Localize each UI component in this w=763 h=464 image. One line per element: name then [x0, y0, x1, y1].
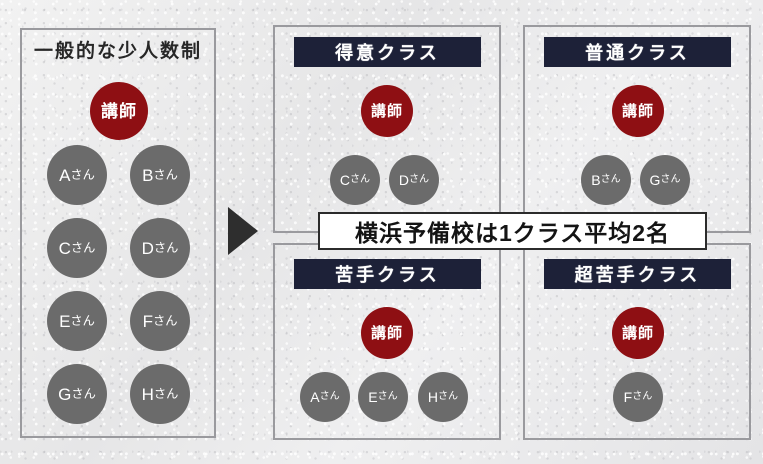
student-letter: B [591, 172, 601, 188]
student-suffix: さん [349, 173, 371, 185]
student-suffix: さん [600, 173, 621, 185]
student-letter: B [142, 165, 154, 185]
class-title-tokui: 得意クラス [294, 37, 481, 67]
student-suffix: さん [632, 390, 653, 402]
student-letter: A [59, 165, 71, 185]
student-suffix: さん [377, 390, 398, 402]
student-letter: C [339, 172, 350, 188]
banner-label: 横浜予備校は1クラス平均2名 [354, 220, 671, 246]
left-panel-title: 一般的な少人数制 [33, 41, 202, 62]
class-title-nigate: 苦手クラス [294, 259, 481, 289]
student-suffix: さん [70, 167, 95, 182]
student-suffix: さん [70, 240, 96, 255]
student-letter: F [142, 311, 153, 331]
class-title-label: 得意クラス [335, 43, 440, 63]
class-title-futsu: 普通クラス [544, 37, 731, 67]
class-title-label: 超苦手クラス [574, 265, 701, 285]
student-suffix: さん [71, 386, 96, 401]
student-suffix: さん [319, 390, 340, 402]
teacher-circle-tokui: 講師 [361, 85, 413, 137]
average-class-size-banner: 横浜予備校は1クラス平均2名 [318, 212, 707, 250]
student-letter: E [59, 311, 71, 331]
student-suffix: さん [153, 167, 178, 182]
teacher-label: 講師 [621, 324, 654, 342]
class-title-label: 苦手クラス [335, 265, 440, 285]
student-letter: F [623, 389, 633, 405]
class-title-chou-nigate: 超苦手クラス [544, 259, 731, 289]
right-arrow-icon [228, 207, 258, 255]
student-suffix: さん [437, 390, 459, 402]
class-title-label: 普通クラス [585, 43, 690, 63]
student-letter: H [427, 389, 438, 405]
student-letter: C [58, 238, 71, 258]
student-suffix: さん [152, 313, 178, 328]
student-letter: D [141, 238, 154, 258]
student-suffix: さん [408, 173, 430, 185]
left-panel-teacher-label: 講師 [101, 101, 137, 121]
student-suffix: さん [70, 313, 95, 328]
teacher-label: 講師 [621, 102, 654, 120]
student-letter: G [649, 172, 661, 188]
left-panel-teacher-circle: 講師 [90, 82, 148, 140]
teacher-circle-chou-nigate: 講師 [612, 307, 664, 359]
student-letter: H [141, 384, 154, 404]
student-letter: E [368, 389, 378, 405]
student-suffix: さん [153, 240, 179, 255]
student-letter: D [398, 172, 409, 188]
student-letter: A [310, 389, 320, 405]
panel-conventional-small-class [20, 28, 216, 438]
teacher-label: 講師 [370, 324, 403, 342]
teacher-circle-futsu: 講師 [612, 85, 664, 137]
teacher-circle-nigate: 講師 [361, 307, 413, 359]
student-suffix: さん [660, 173, 681, 185]
teacher-label: 講師 [370, 102, 403, 120]
student-letter: G [58, 384, 72, 404]
student-suffix: さん [153, 386, 179, 401]
